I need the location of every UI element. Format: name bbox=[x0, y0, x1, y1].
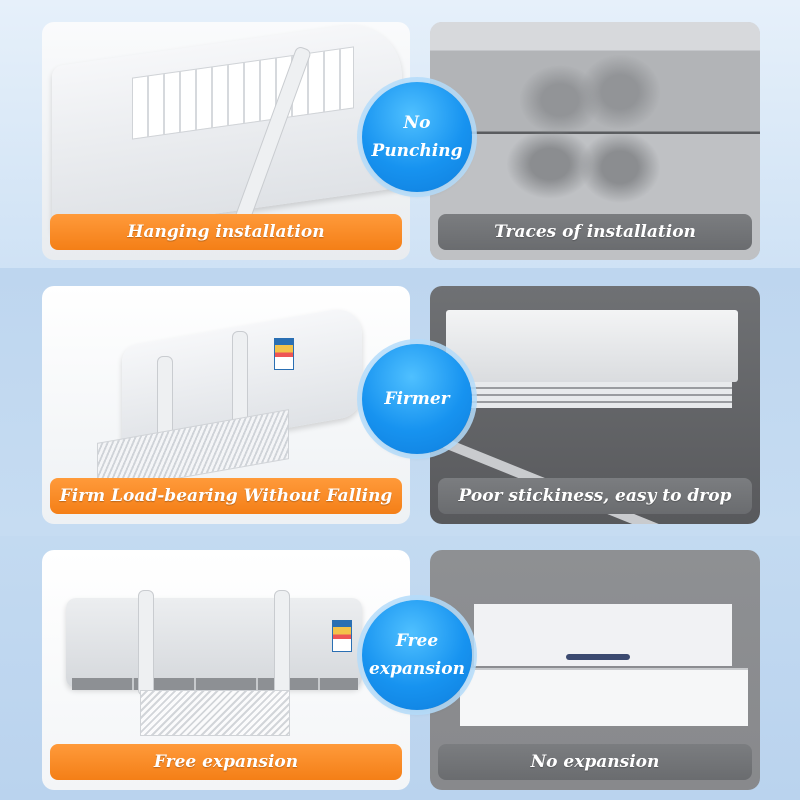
free-expansion-panel: Free expansion bbox=[42, 550, 410, 790]
hanger-strap-left bbox=[138, 590, 154, 696]
energy-label-sticker bbox=[332, 620, 352, 652]
flat-deflector-image bbox=[460, 668, 748, 726]
hanger-strap-right bbox=[274, 590, 290, 696]
no-punching-badge: No Punching bbox=[362, 82, 472, 192]
badge-line-1: No bbox=[403, 113, 431, 133]
badge-line-2: Punching bbox=[371, 141, 463, 161]
free-expansion-badge: Free expansion bbox=[362, 600, 472, 710]
energy-label-sticker bbox=[274, 338, 294, 370]
badge-line-2: expansion bbox=[369, 659, 465, 679]
no-expansion-label: No expansion bbox=[438, 744, 752, 780]
hanging-installation-panel: Hanging installation bbox=[42, 22, 410, 260]
adhesive-marks bbox=[490, 52, 690, 212]
ac-unit-image bbox=[446, 310, 738, 382]
traces-of-installation-panel: Traces of installation bbox=[430, 22, 760, 260]
hanging-installation-label: Hanging installation bbox=[50, 214, 402, 250]
ac-vent-image bbox=[470, 382, 732, 408]
badge-line-1: Firmer bbox=[384, 389, 450, 409]
ac-vent-image bbox=[72, 678, 358, 690]
traces-of-installation-label: Traces of installation bbox=[438, 214, 752, 250]
firm-load-bearing-label: Firm Load-bearing Without Falling bbox=[50, 478, 402, 514]
free-expansion-label: Free expansion bbox=[50, 744, 402, 780]
poor-stickiness-panel: Poor stickiness, easy to drop bbox=[430, 286, 760, 524]
firmer-badge: Firmer bbox=[362, 344, 472, 454]
ac-unit-image bbox=[66, 598, 362, 688]
poor-stickiness-label: Poor stickiness, easy to drop bbox=[438, 478, 752, 514]
badge-line-1: Free bbox=[395, 631, 439, 651]
firm-load-bearing-panel: Firm Load-bearing Without Falling bbox=[42, 286, 410, 524]
air-deflector-image bbox=[140, 690, 290, 736]
no-expansion-panel: No expansion bbox=[430, 550, 760, 790]
ac-display-strip bbox=[566, 654, 630, 660]
